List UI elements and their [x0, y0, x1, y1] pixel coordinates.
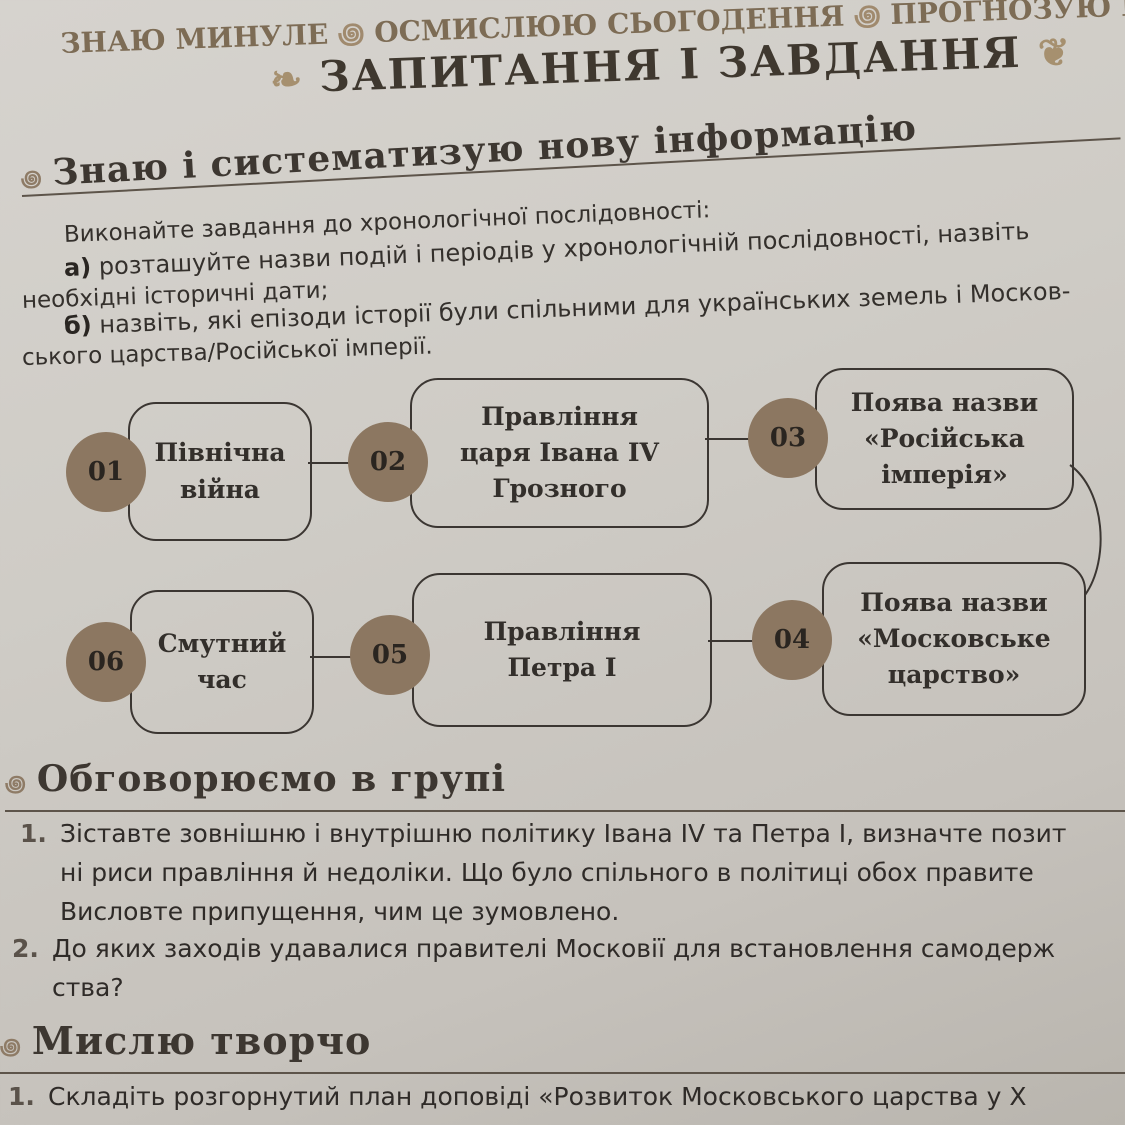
curved-connector — [1069, 464, 1102, 596]
question-number: 2. — [12, 934, 39, 963]
section-bullet-icon: ꩜ — [0, 1034, 22, 1060]
flourish-right-icon: ❦ — [1037, 29, 1073, 76]
event-box-04: Поява назви «Московське царство» — [822, 562, 1086, 716]
connector — [708, 640, 754, 642]
event-text: Північна — [154, 438, 286, 468]
question-text: Зіставте зовнішню і внутрішню політику І… — [60, 819, 1067, 848]
event-text: Правління — [481, 401, 638, 431]
event-number-02: 02 — [348, 422, 428, 502]
divider — [5, 810, 1125, 812]
event-number-01: 01 — [66, 432, 146, 512]
section-heading-text: Знаю і систематизую нову інформацію — [51, 106, 918, 194]
question-text: ства? — [52, 972, 124, 1002]
event-number-03: 03 — [748, 398, 828, 478]
ornament-icon: ꩜ — [853, 0, 892, 33]
connector — [310, 656, 354, 658]
event-text: царство» — [887, 660, 1021, 690]
section-heading-creative: ꩜ Мислю творчо — [0, 1018, 371, 1063]
event-text: Смутний — [157, 628, 287, 658]
connector — [308, 462, 352, 464]
event-box-01: Північна війна — [128, 402, 312, 541]
event-text: війна — [180, 474, 260, 504]
chronology-diagram: Північна війна 01 Правління царя Івана IV Г… — [0, 360, 1125, 750]
question-2: 2. До яких заходів удавалися правителі Мо… — [12, 930, 1055, 1008]
event-number-05: 05 — [350, 615, 430, 695]
event-box-03: Поява назви «Російська імперія» — [815, 368, 1074, 510]
question-1: 1. Зіставте зовнішню і внутрішню політику… — [20, 815, 1066, 931]
event-text: Поява назви — [860, 587, 1048, 617]
section-bullet-icon: ꩜ — [5, 771, 27, 797]
event-text: «Московське — [857, 623, 1051, 653]
question-text: Висловте припущення, чим це зумовлено. — [60, 896, 620, 926]
event-text: Петра I — [507, 653, 617, 682]
event-text: «Російська — [864, 423, 1025, 453]
section-heading-group: ꩜ Обговорюємо в групі — [5, 758, 506, 800]
task-a-label: а) — [63, 252, 92, 282]
event-box-06: Смутний час — [130, 590, 314, 734]
question-text: Складіть розгорнутий план доповіді «Розв… — [48, 1082, 1027, 1111]
section-heading-text: Мислю творчо — [31, 1018, 372, 1063]
question-number: 1. — [8, 1082, 35, 1111]
event-text: імперія» — [881, 460, 1008, 490]
question-text: ні риси правління й недоліки. Що було сп… — [60, 857, 1034, 887]
flourish-left-icon: ❧ — [269, 55, 321, 102]
divider — [0, 1072, 1125, 1074]
event-text: час — [197, 665, 247, 694]
question-text: До яких заходів удавалися правителі Моск… — [52, 934, 1056, 963]
event-number-04: 04 — [752, 600, 832, 680]
question-number: 1. — [20, 819, 47, 848]
creative-question-1: 1. Складіть розгорнутий план доповіді «Ро… — [8, 1078, 1026, 1117]
event-text: Грозного — [492, 474, 627, 504]
event-box-02: Правління царя Івана IV Грозного — [410, 378, 709, 528]
section-heading-text: Обговорюємо в групі — [36, 758, 507, 800]
ornament-icon: ꩜ — [337, 15, 375, 51]
event-text: Поява назви — [850, 387, 1039, 417]
header-part-future: ПРОГНОЗУЮ МАЙБУТНЄ — [889, 0, 1125, 31]
event-text: царя Івана IV — [460, 437, 659, 467]
task-b-label: б) — [63, 311, 93, 340]
section-bullet-icon: ꩜ — [20, 165, 44, 193]
section-heading-systematize: ꩜Знаю і систематизую нову інформацію — [20, 107, 918, 196]
event-number-06: 06 — [66, 622, 146, 702]
event-text: Правління — [483, 616, 641, 646]
connector — [705, 438, 751, 440]
